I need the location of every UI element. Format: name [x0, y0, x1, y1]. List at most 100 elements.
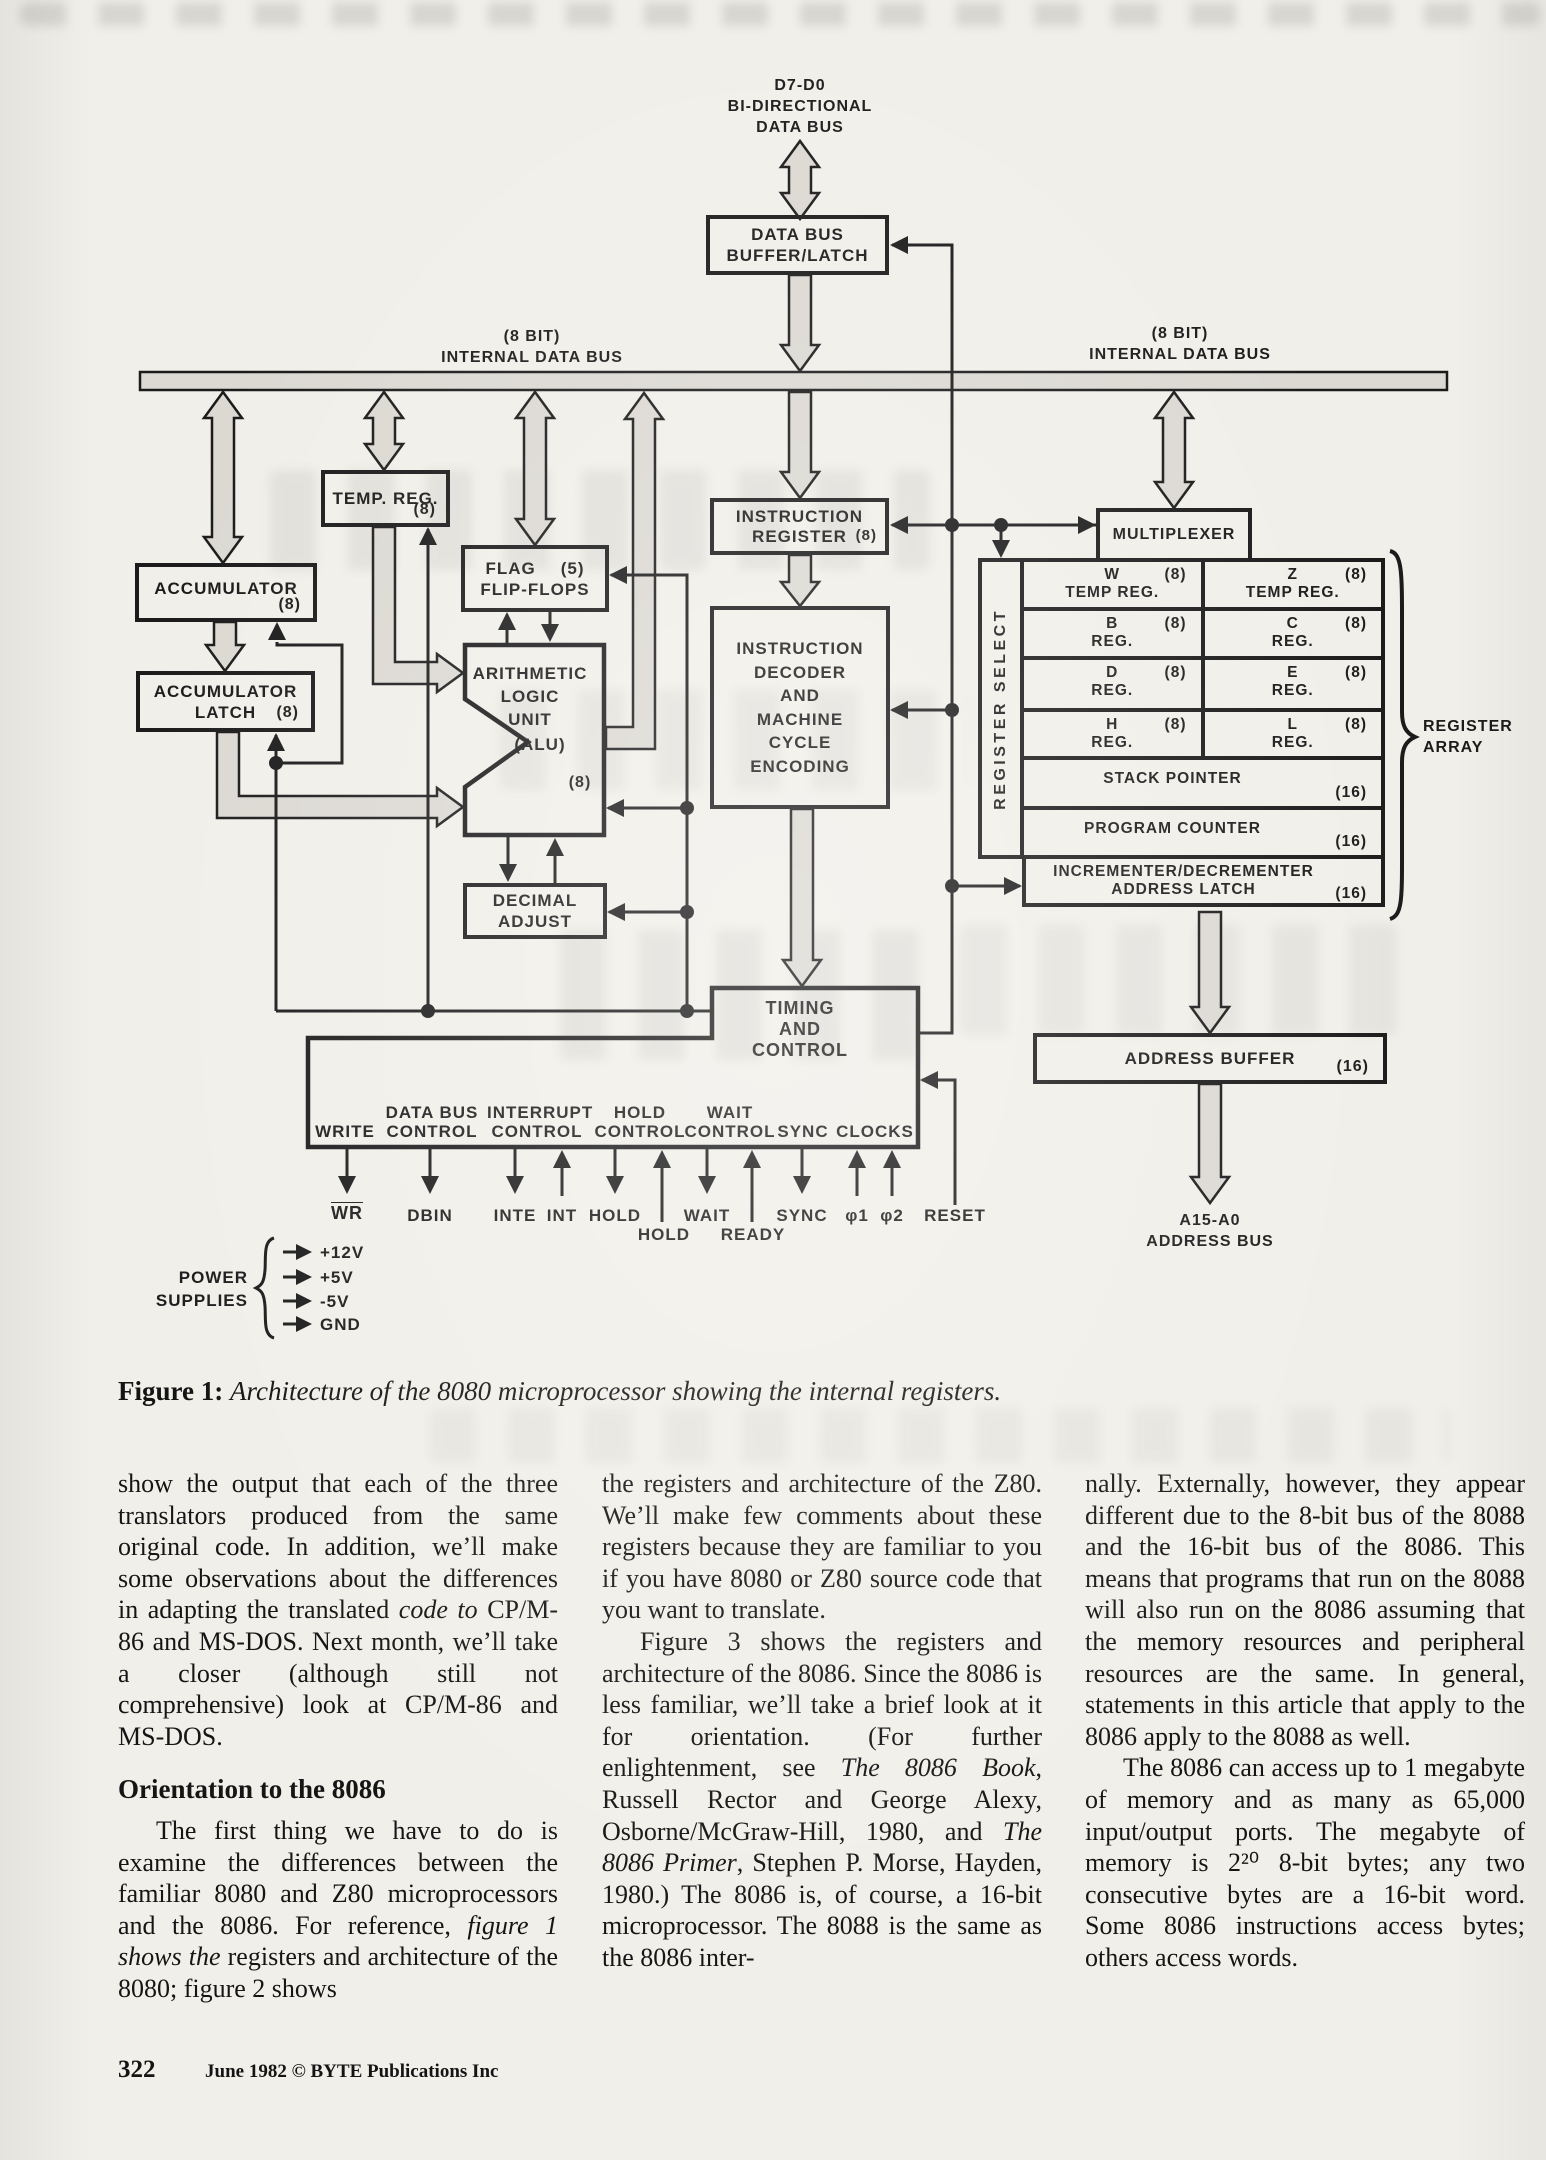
arrowhead: [1004, 877, 1022, 895]
arrowhead: [890, 701, 908, 719]
pin-ready: READY: [720, 1225, 786, 1244]
flag-flipflops-box: FLAG(5) FLIP-FLOPS: [461, 545, 609, 612]
arrowhead: [606, 1176, 624, 1194]
arrowhead: [607, 903, 625, 921]
wire-acc-feedback: [275, 642, 344, 765]
sig-clocks: CLOCKS: [836, 1122, 914, 1141]
diagram-canvas: [138, 138, 1449, 1340]
instruction-register-box: INSTRUCTION REGISTER (8): [710, 498, 889, 555]
alu-bits: (8): [568, 774, 592, 791]
arrowhead: [506, 1176, 524, 1194]
arrowhead: [419, 527, 437, 545]
arrowhead: [793, 1176, 811, 1194]
pin-wait: WAIT: [683, 1206, 731, 1225]
pin-sync: SYNC: [776, 1206, 828, 1225]
scan-artifact-5: [430, 1408, 1450, 1463]
arrowhead: [653, 1150, 671, 1168]
junction-dot: [269, 756, 283, 770]
connector-tempreg-to-alu: [371, 525, 466, 695]
multiplexer-box: MULTIPLEXER: [1096, 508, 1252, 562]
arrowhead: [541, 624, 559, 642]
arrowhead: [296, 1269, 312, 1285]
reg-program-counter: PROGRAM COUNTER (16): [1084, 819, 1367, 851]
pin-dbin: DBIN: [407, 1206, 453, 1225]
external-data-bus-label: D7-D0 BI-DIRECTIONAL DATA BUS: [727, 77, 873, 136]
text-column-2: the registers and architecture of the Z8…: [602, 1468, 1042, 1974]
arrowhead: [296, 1316, 312, 1332]
reg-l: L(8) REG.: [1200, 711, 1382, 757]
scan-artifact-4: [960, 925, 1400, 1035]
reg-h: H(8) REG.: [1091, 715, 1187, 751]
text-column-3: nally. Externally, however, they appear …: [1085, 1468, 1525, 1974]
arrowhead: [296, 1293, 312, 1309]
connector-bus-tempreg: [362, 389, 406, 473]
arrowhead: [698, 1176, 716, 1194]
accumulator-box: ACCUMULATOR (8): [135, 563, 317, 622]
pin-inte: INTE: [493, 1206, 537, 1225]
arrowhead: [499, 864, 517, 882]
connector-bus-flag: [513, 389, 557, 548]
arrowhead: [606, 799, 624, 817]
internal-bus-label-right: (8 BIT) INTERNAL DATA BUS: [1089, 325, 1271, 363]
wire-control-right: [892, 243, 954, 1035]
arrowhead: [992, 540, 1010, 558]
power-brace: [252, 1236, 275, 1340]
sig-write: WRITE: [315, 1122, 375, 1141]
junction-dot: [421, 1004, 435, 1018]
junction-dot: [680, 1004, 694, 1018]
junction-dot: [945, 703, 959, 717]
connector-bufferlatch-to-bus: [778, 273, 822, 374]
arrowhead: [338, 1176, 356, 1194]
pin-hold-in: HOLD: [637, 1225, 691, 1244]
text-column-1: show the output that each of the three t…: [118, 1468, 558, 2005]
reg-e: E(8) REG.: [1200, 660, 1382, 708]
arrowhead: [421, 1176, 439, 1194]
timing-control-label: TIMING AND CONTROL: [752, 998, 848, 1060]
decimal-adjust-box: DECIMAL ADJUST: [463, 883, 607, 939]
reg-c: C(8) REG.: [1200, 611, 1382, 657]
pin-int: INT: [546, 1206, 578, 1225]
register-array-label: REGISTER ARRAY: [1423, 718, 1513, 756]
arrowhead: [296, 1244, 312, 1260]
reg-w: W(8) TEMP REG.: [1065, 566, 1187, 601]
paragraph: the registers and architecture of the Z8…: [602, 1469, 1042, 1625]
pin-wr: WR: [331, 1203, 363, 1223]
arrowhead: [848, 1150, 866, 1168]
footer-credit: June 1982 © BYTE Publications Inc: [205, 2061, 499, 2082]
internal-bus-label-left: (8 BIT) INTERNAL DATA BUS: [441, 328, 623, 366]
accumulator-latch-box: ACCUMULATOR LATCH (8): [136, 671, 315, 732]
scan-artifact-top: [20, 2, 1540, 26]
arrowhead: [609, 566, 627, 584]
timing-control-outline: [305, 985, 921, 1150]
internal-data-bus-bar: [138, 370, 1449, 392]
register-select-strip: REGISTER SELECT: [982, 562, 1024, 855]
arrowhead: [883, 1150, 901, 1168]
alu-box-outline: [462, 642, 607, 838]
connector-alu-to-bus: [604, 390, 666, 751]
connector-addrbuffer-to-addressbus: [1188, 1082, 1232, 1206]
address-bus-label: A15-A0 ADDRESS BUS: [1146, 1212, 1274, 1250]
register-array-brace: [1389, 549, 1420, 921]
pin-reset: RESET: [924, 1206, 986, 1225]
connector-ir-to-decoder: [778, 553, 822, 609]
incrementer-decrementer-box: INCREMENTER/DECREMENTER ADDRESS LATCH (1…: [1022, 855, 1385, 907]
junction-dot: [680, 905, 694, 919]
arrowhead: [267, 733, 285, 751]
wire-flag-feedback: [611, 573, 689, 1011]
arrowhead: [890, 516, 908, 534]
connector-external-data-bus: [778, 138, 822, 222]
figure-caption: Figure 1: Architecture of the 8080 micro…: [118, 1376, 1002, 1406]
instruction-decoder-box: INSTRUCTION DECODER AND MACHINE CYCLE EN…: [710, 606, 890, 809]
arrowhead: [546, 838, 564, 856]
scan-artifact-2: [500, 690, 970, 790]
paragraph: The 8086 can access up to 1 megabyte of …: [1085, 1753, 1525, 1972]
incrementer-cell: INCREMENTER/DECREMENTER ADDRESS LATCH (1…: [1053, 863, 1367, 902]
pin-phi1: φ1: [845, 1206, 869, 1225]
junction-dot: [994, 518, 1008, 532]
reg-d: D(8) REG.: [1091, 664, 1187, 700]
connector-incrementer-to-addrbuffer: [1188, 910, 1232, 1036]
